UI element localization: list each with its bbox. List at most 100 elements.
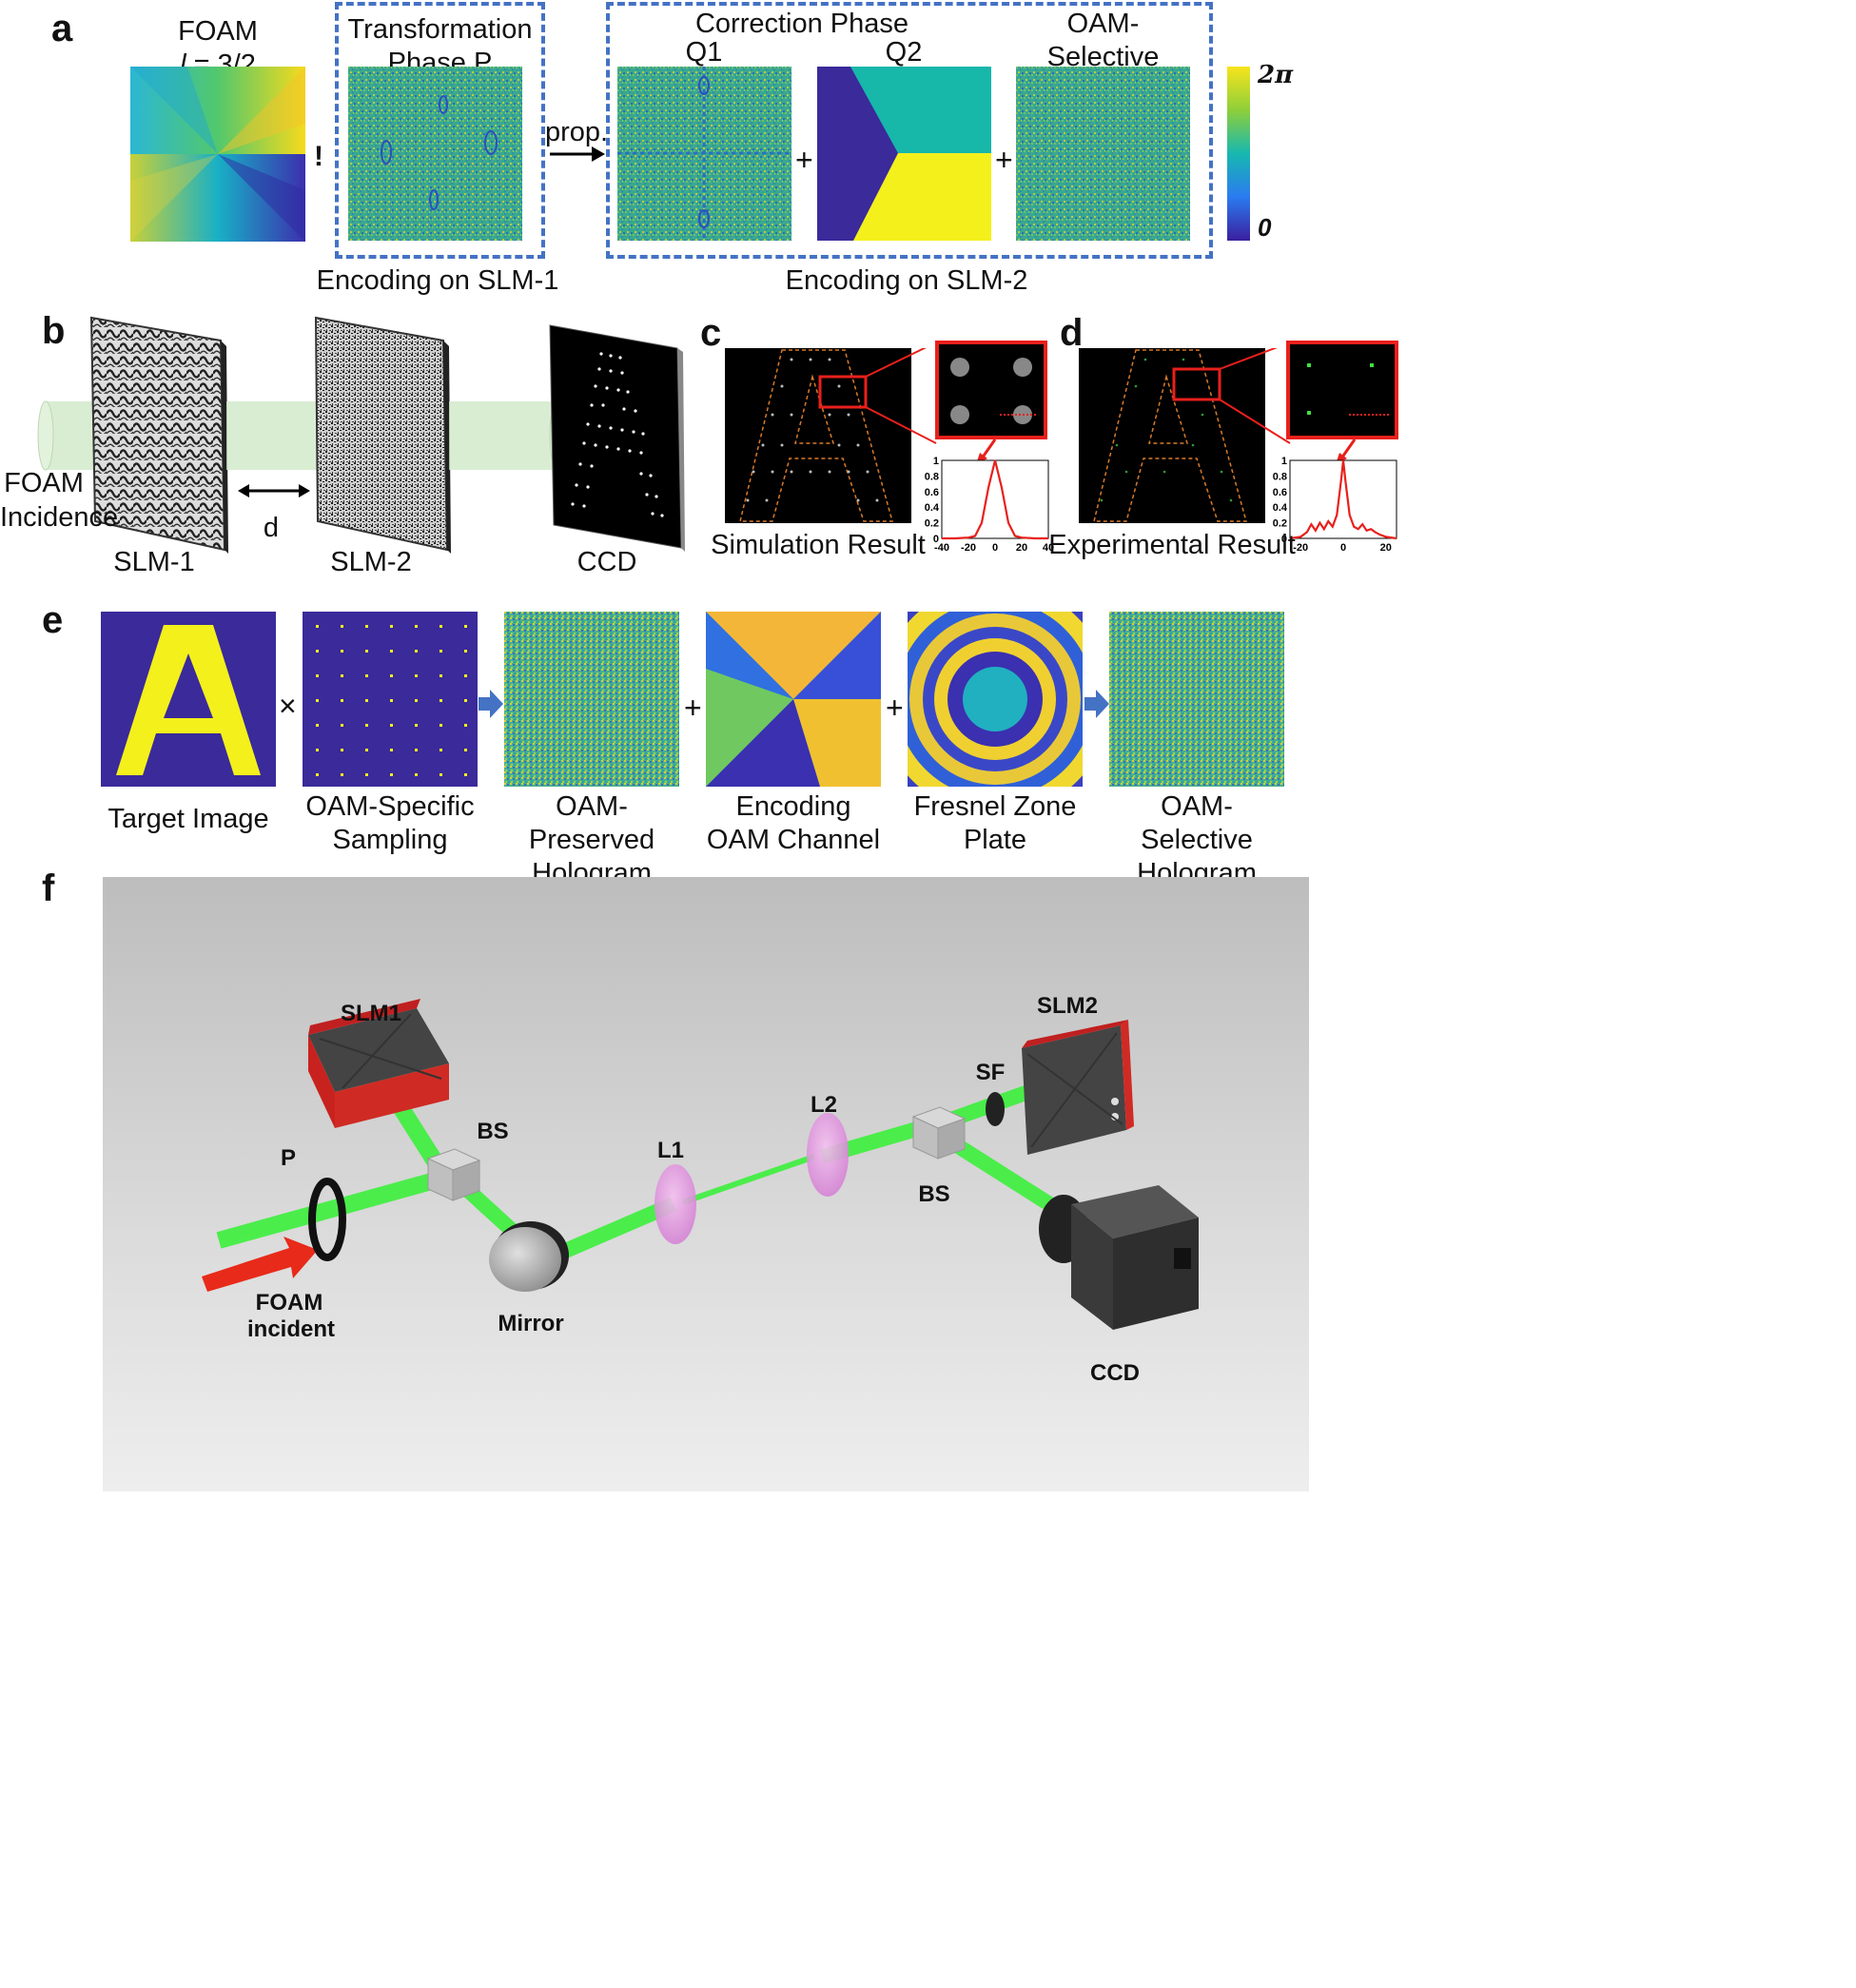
flow-arrow-icon-2 [1084,690,1109,718]
exp-xtick-label: -20 [1293,542,1308,554]
lens-l2 [807,1113,849,1197]
panel-label-e: e [42,599,64,641]
sim-xtick-label: -20 [961,542,976,554]
sampling-dot [440,699,442,702]
sampling-dot [440,724,442,727]
prop-label: prop. [544,117,609,147]
foam-l-symbol: l [180,49,186,80]
panel-label-f: f [42,867,55,909]
simulation-result-image [725,348,937,523]
simulation-caption: Simulation Result [711,530,926,560]
colorbar-top-label: 2π [1258,61,1294,89]
sampling-dot [390,749,393,751]
exp-xtick-label: 20 [1380,542,1392,554]
beam-segment-2 [226,401,322,470]
sampling-dot [390,724,393,727]
e-label-fresnel-zone: Fresnel Zone Plate [913,791,1077,855]
sampling-dot [365,650,368,653]
beam-splitter-2 [911,1106,967,1160]
f-label-slm1: SLM1 [340,1001,402,1026]
sampling-dot [316,625,319,628]
sampling-dot [316,724,319,727]
exp-ytick-label: 0 [1281,534,1287,545]
polarizer-p [308,1178,346,1261]
slm2-caption: Encoding on SLM-2 [785,265,1028,296]
sampling-dot [390,625,393,628]
beam-splitter-1 [426,1148,481,1201]
f-label-foam-incident: FOAM incident [247,1290,336,1342]
sampling-dot [464,699,467,702]
e-label-target-image: Target Image [107,804,269,834]
sampling-dot [464,773,467,776]
sampling-dot [464,749,467,751]
exp-xtick-label: 0 [1340,542,1346,554]
q2-label: Q2 [885,37,923,68]
sampling-dot [365,625,368,628]
slm2-device [1022,1020,1134,1155]
oam-selective-hologram-e-image [1109,612,1284,787]
panel-label-a: a [51,8,73,49]
sim-xtick-label: 20 [1016,542,1027,554]
spatial-filter-sf [986,1092,1005,1126]
slm2-label-b: SLM-2 [330,547,412,577]
foam-phase-image [130,67,305,242]
q1-label: Q1 [685,37,723,68]
sampling-dot [415,749,418,751]
f-label-bs1: BS [477,1119,509,1144]
encoding-oam-channel-image [706,612,881,787]
f-label-l2: L2 [810,1092,838,1118]
e-label-oam-sampling: OAM-Specific Sampling [305,791,475,855]
beam-incident [216,1169,448,1249]
plus-sign-e1: + [684,691,702,725]
panel-label-c: c [700,312,722,354]
sampling-dot [341,650,343,653]
exp-ytick-label: 0.2 [1273,518,1287,530]
sampling-dot [390,773,393,776]
sampling-dot [415,650,418,653]
sampling-dot [415,773,418,776]
sampling-dot [365,773,368,776]
plus-sign-e2: + [886,691,904,725]
e-label-encoding-oam: Encoding OAM Channel [706,791,881,855]
oam-selective-hologram-a-image [1016,67,1190,241]
plus-sign-a1: + [795,143,813,177]
slm-setup-diagram [37,316,685,554]
sampling-dot [341,625,343,628]
sampling-dot [316,773,319,776]
sampling-dot [316,674,319,677]
sampling-dot [440,625,442,628]
sim-profile-line [942,459,1048,540]
sampling-dot [390,699,393,702]
exp-profile-line [1289,459,1397,540]
sim-ytick-label: 0.8 [925,471,939,482]
colorbar-bottom-label: 0 [1258,213,1272,242]
beam-to-l1 [546,1197,677,1265]
exp-ytick-label: 1 [1281,456,1287,467]
f-label-bs2: BS [918,1181,950,1207]
ccd-letter-a-dots [571,352,664,517]
e-label-oam-selective: OAM-Selective Hologram [1137,791,1257,888]
f-label-mirror: Mirror [498,1311,564,1336]
colorbar [1227,67,1250,241]
f-label-slm2: SLM2 [1036,993,1099,1019]
sim-xtick-label: 40 [1043,542,1054,554]
sampling-dot [464,724,467,727]
exp-ytick-label: 0.8 [1273,471,1287,482]
beam-segment-3 [449,401,557,470]
correction-title: Correction Phase [694,9,909,39]
distance-d-label: d [263,513,280,543]
sampling-dot [440,674,442,677]
sampling-dot [415,674,418,677]
sampling-dot [415,699,418,702]
sim-ytick-label: 1 [933,456,939,467]
sampling-dot [390,650,393,653]
prop-arrow-icon [550,146,605,162]
slm1-device [308,999,449,1128]
q2-phase-image [817,67,991,241]
exp-plot-area [1289,459,1397,539]
transformation-phase-image [348,67,522,241]
sampling-dot [341,724,343,727]
sampling-dot [390,674,393,677]
